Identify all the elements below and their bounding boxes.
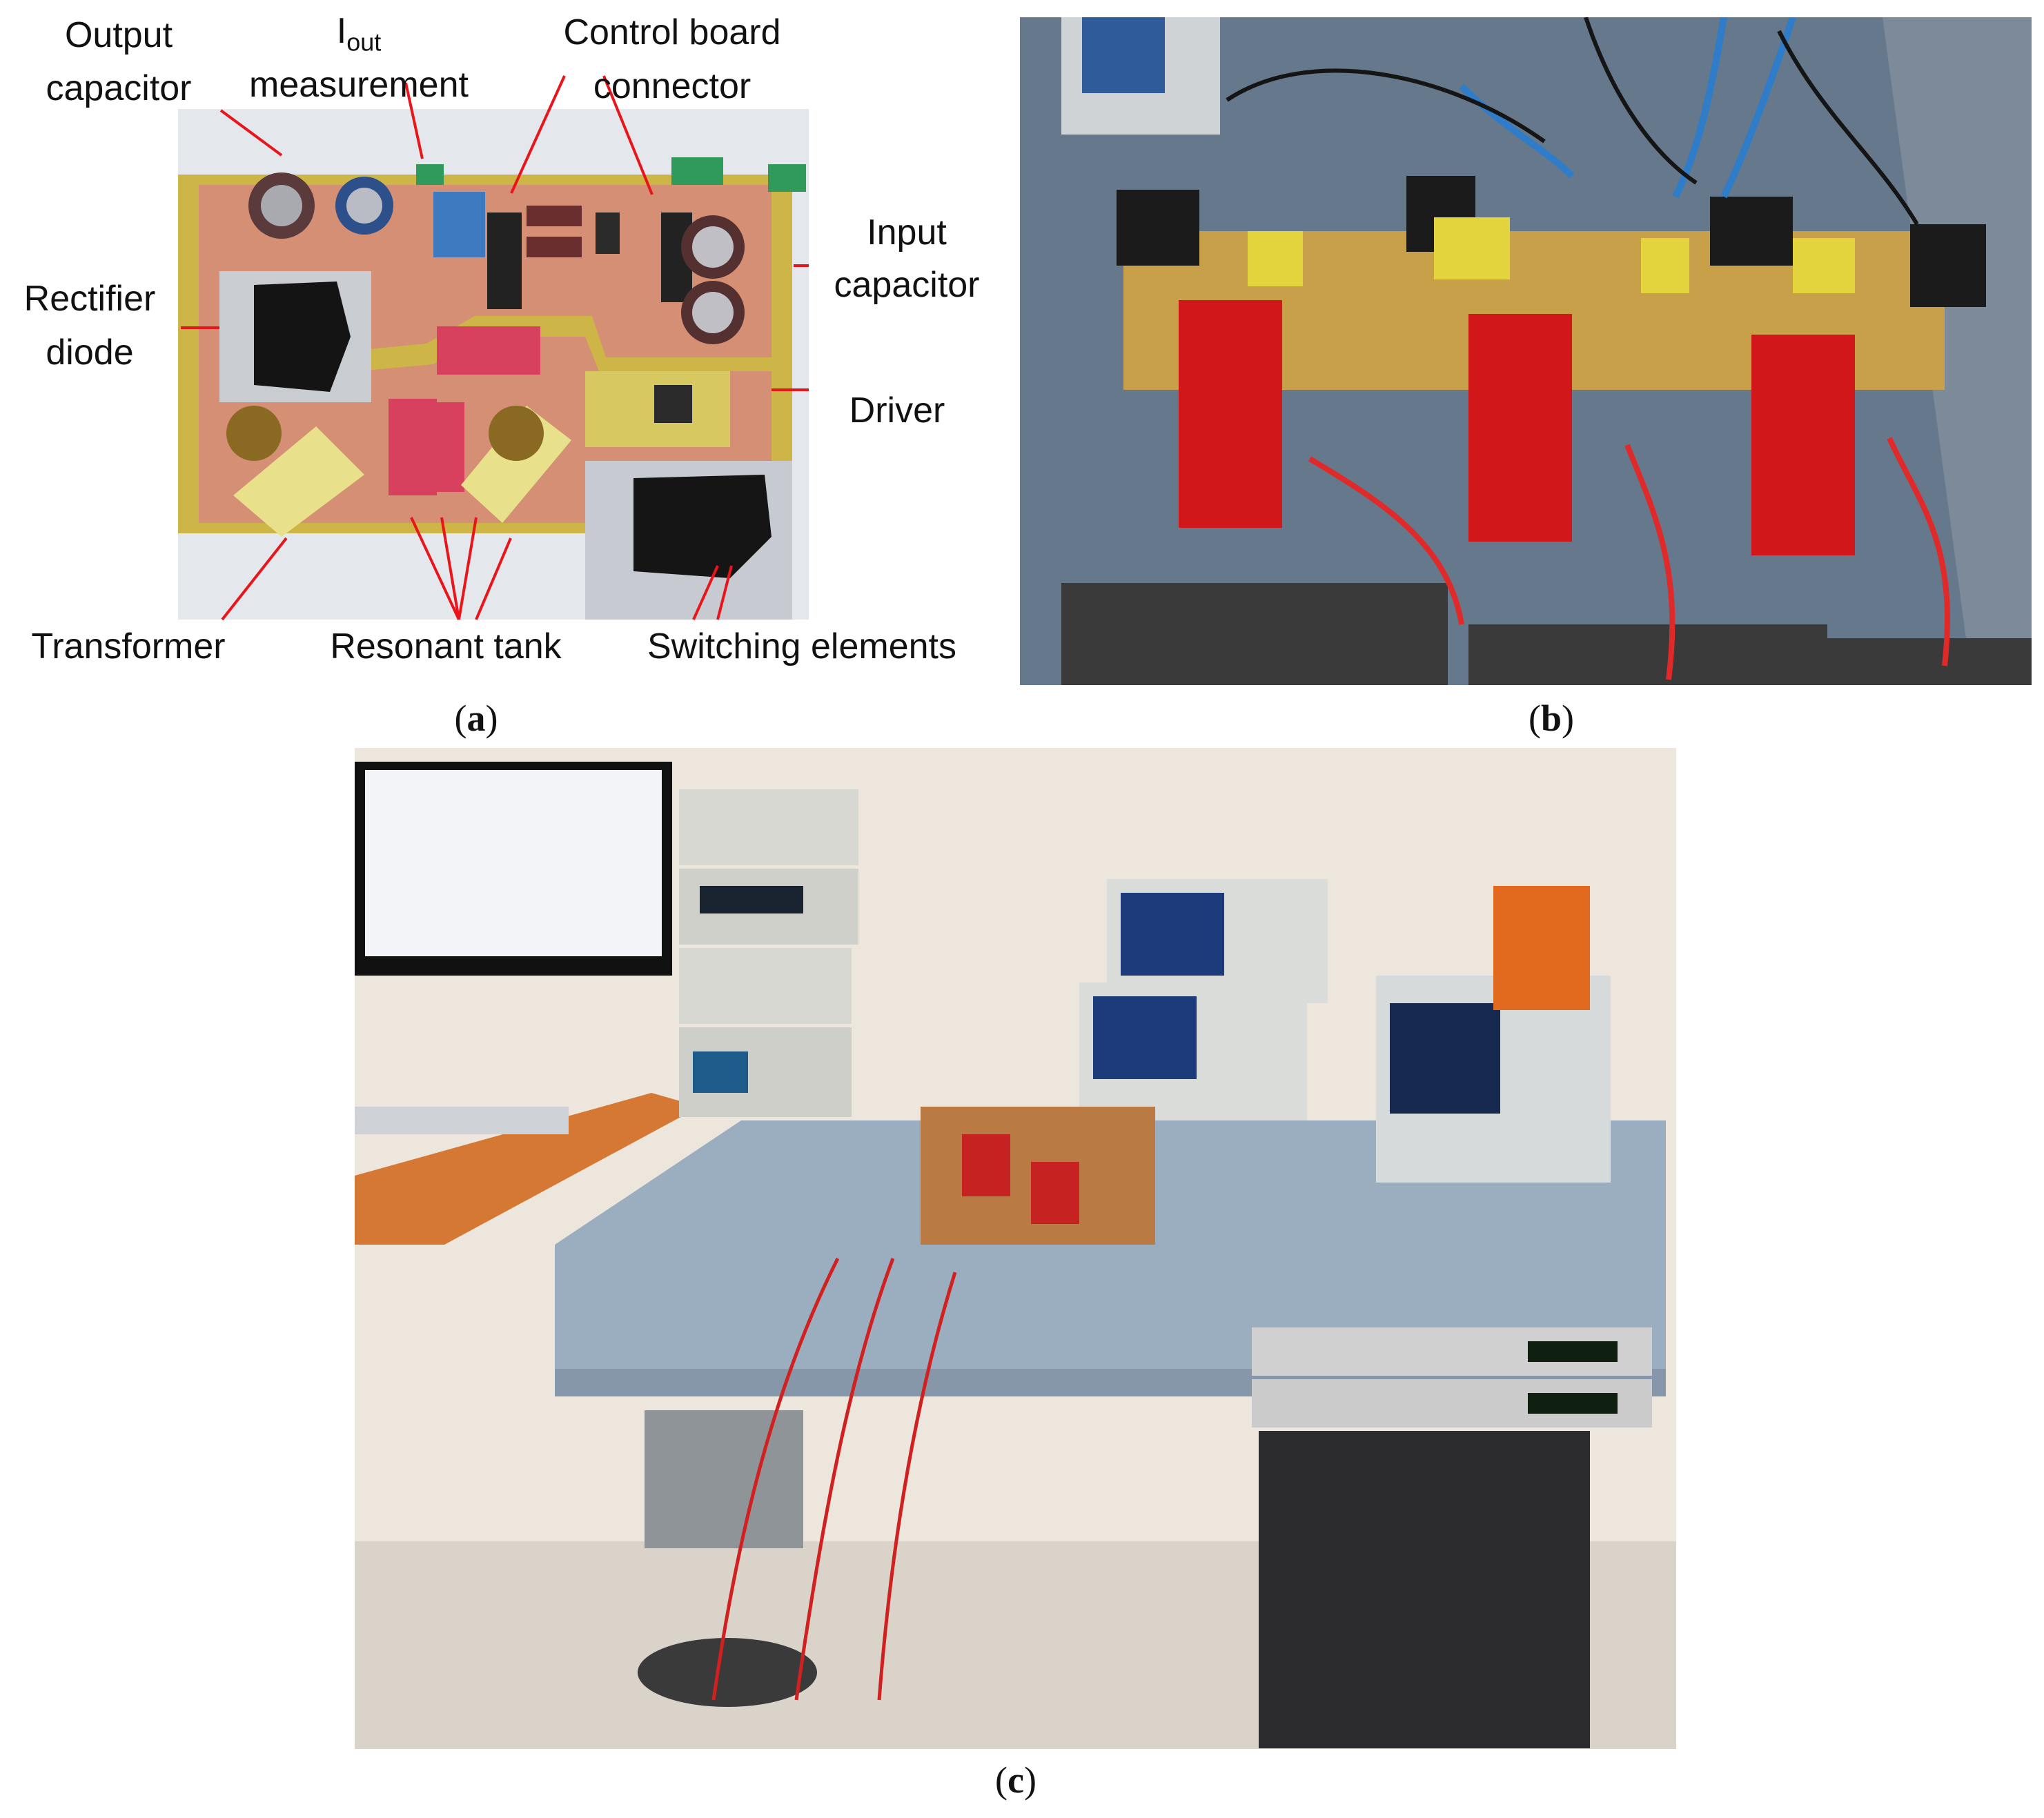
caption-a: (a) [454, 698, 498, 739]
iout-label-line2: measurement [249, 65, 469, 105]
iout-label-line1: Iout [336, 11, 382, 57]
rectifier-diode-label-line2: diode [46, 333, 134, 373]
switching-elements-label: Switching elements [647, 626, 956, 666]
driver-label: Driver [849, 391, 945, 431]
panel-a-pointer-lines [181, 75, 809, 621]
control-board-label-line2: connector [593, 66, 751, 106]
panel-a-photo [178, 109, 809, 620]
panel-c-photo [355, 748, 1676, 1749]
transformer-label: Transformer [31, 626, 226, 666]
resonant-tank-label: Resonant tank [330, 626, 562, 666]
caption-b: (b) [1528, 698, 1575, 739]
caption-c: (c) [995, 1759, 1036, 1801]
input-capacitor-label-line2: capacitor [834, 265, 980, 305]
control-board-label-line1: Control board [563, 12, 781, 52]
power-stage-pcb [178, 109, 809, 620]
prototype-setup [1020, 17, 2032, 685]
input-capacitor-label-line1: Input [867, 213, 947, 253]
laboratory-bench [355, 748, 1676, 1749]
rectifier-diode-label-line1: Rectifier [23, 279, 156, 319]
output-capacitor-label-line2: capacitor [46, 68, 192, 108]
output-capacitor-label-line1: Output [64, 15, 173, 55]
panel-b-photo [1020, 17, 2032, 685]
